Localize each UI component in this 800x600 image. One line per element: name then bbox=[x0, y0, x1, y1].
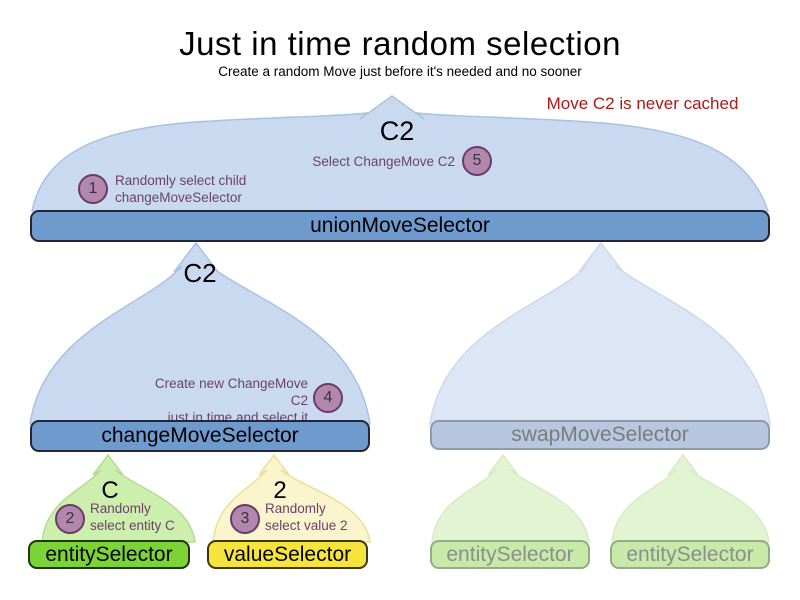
note-line: changeMoveSelector bbox=[115, 190, 242, 205]
entity-selector-bar: entitySelector bbox=[28, 540, 190, 569]
change-arch-shape bbox=[29, 241, 371, 425]
note-line: Create new ChangeMove C2 bbox=[154, 376, 308, 408]
swap-arch-shape bbox=[429, 241, 771, 425]
entity-selector-label: entitySelector bbox=[45, 542, 173, 566]
step-5-badge: 5 bbox=[462, 146, 492, 176]
entity-output-label: C bbox=[101, 477, 119, 504]
union-arch-shape bbox=[31, 95, 770, 212]
entity-selector-faded-left-label: entitySelector bbox=[446, 542, 574, 566]
step-3-note: Randomly select value 2 bbox=[265, 500, 375, 534]
union-move-selector-label: unionMoveSelector bbox=[310, 214, 490, 237]
union-output-label: C2 bbox=[379, 116, 415, 146]
note-line: Randomly bbox=[265, 501, 326, 516]
step-4-badge: 4 bbox=[313, 383, 343, 413]
note-line: Randomly bbox=[90, 501, 151, 516]
value-selector-label: valueSelector bbox=[223, 542, 352, 566]
change-move-selector-bar: changeMoveSelector bbox=[30, 420, 370, 452]
entity-selector-faded-right-bar: entitySelector bbox=[610, 540, 770, 569]
diagram-title: Just in time random selection bbox=[179, 25, 621, 62]
entity-selector-faded-left-bar: entitySelector bbox=[430, 540, 590, 569]
note-line: select value 2 bbox=[265, 518, 348, 533]
value-selector-bar: valueSelector bbox=[207, 540, 368, 569]
step-5-note: Select ChangeMove C2 bbox=[300, 153, 455, 170]
swap-move-selector-bar: swapMoveSelector bbox=[430, 420, 770, 450]
step-2-note: Randomly select entity C bbox=[90, 500, 200, 534]
union-move-selector-bar: unionMoveSelector bbox=[30, 210, 770, 242]
step-2-badge: 2 bbox=[55, 504, 85, 534]
value-output-label: 2 bbox=[273, 477, 287, 504]
entity-faded-right-arch-shape bbox=[611, 453, 770, 543]
swap-move-selector-label: swapMoveSelector bbox=[511, 423, 689, 446]
entity-faded-left-arch-shape bbox=[431, 453, 590, 543]
change-move-selector-label: changeMoveSelector bbox=[101, 424, 299, 447]
never-cached-annotation: Move C2 is never cached bbox=[546, 94, 739, 113]
diagram-subtitle: Create a random Move just before it's ne… bbox=[218, 64, 582, 79]
step-1-note: Randomly select child changeMoveSelector bbox=[115, 172, 285, 206]
change-output-label: C2 bbox=[183, 258, 217, 288]
step-3-badge: 3 bbox=[230, 504, 260, 534]
note-line: Select ChangeMove C2 bbox=[312, 154, 455, 169]
note-line: select entity C bbox=[90, 518, 175, 533]
note-line: Randomly select child bbox=[115, 173, 247, 188]
entity-selector-faded-right-label: entitySelector bbox=[626, 542, 754, 566]
step-4-note: Create new ChangeMove C2 just in time an… bbox=[140, 375, 308, 426]
step-1-badge: 1 bbox=[78, 174, 108, 204]
